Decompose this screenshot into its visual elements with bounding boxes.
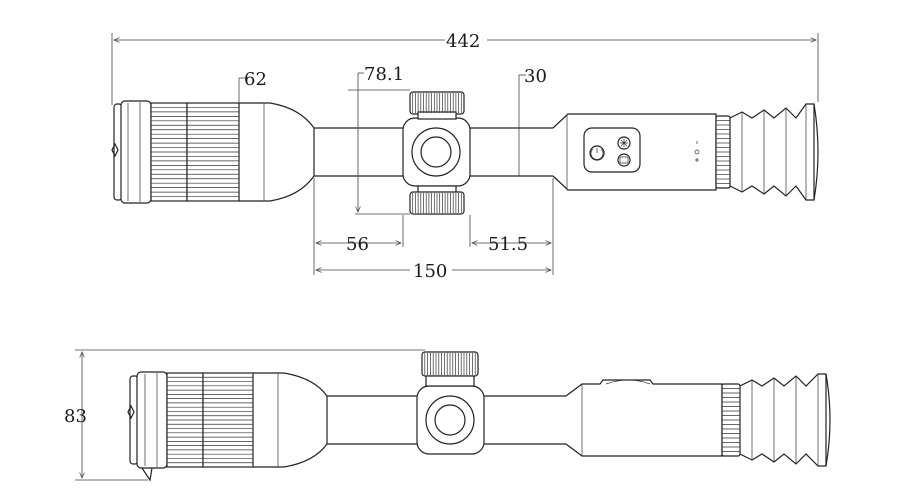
turret-saddle xyxy=(402,117,471,187)
objective-cap xyxy=(111,100,152,204)
mounting-length-label: 150 xyxy=(413,261,447,282)
side-rubber-eyecup xyxy=(739,373,831,467)
side-view: 83 xyxy=(64,349,831,482)
overall-length-label: 442 xyxy=(446,31,480,52)
side-focus-rings xyxy=(166,372,254,468)
top-view: 442 62 xyxy=(111,31,819,282)
brightness-icon xyxy=(617,136,631,150)
objective-bell xyxy=(239,102,315,202)
dimension-front-tube-length: 56 xyxy=(313,178,404,275)
side-objective-cap xyxy=(127,371,168,482)
dimension-turret-height: 78.1 xyxy=(348,64,410,215)
rear-tube-length-label: 51.5 xyxy=(488,234,528,255)
power-icon xyxy=(589,145,605,161)
turret-height-label: 78.1 xyxy=(364,64,404,85)
dimension-objective-diameter: 62 xyxy=(238,69,267,103)
side-main-tube xyxy=(327,395,566,445)
dimension-rear-tube-length: 51.5 xyxy=(469,178,554,275)
side-elevation-turret xyxy=(421,351,479,387)
tube-diameter-label: 30 xyxy=(524,66,547,87)
dimension-height: 83 xyxy=(64,349,425,481)
electronics-housing xyxy=(552,113,717,191)
dimension-overall-length: 442 xyxy=(111,31,819,105)
dimension-tube-diameter: 30 xyxy=(518,66,547,176)
eyepiece-focus-ring xyxy=(715,115,731,189)
side-objective-bell xyxy=(253,372,328,468)
camera-icon xyxy=(617,153,631,167)
windage-turret xyxy=(409,185,465,215)
side-turret-saddle xyxy=(416,385,485,455)
side-electronics-housing xyxy=(565,379,723,457)
objective-focus-rings xyxy=(150,102,240,202)
side-eyepiece-focus-ring xyxy=(721,383,741,457)
height-label: 83 xyxy=(64,406,87,427)
rubber-eyecup xyxy=(729,103,819,201)
dimension-mounting-length: 150 xyxy=(316,261,551,282)
objective-diameter-label: 62 xyxy=(244,69,267,90)
main-tube xyxy=(314,127,553,177)
front-tube-length-label: 56 xyxy=(346,234,369,255)
elevation-turret xyxy=(409,91,465,120)
